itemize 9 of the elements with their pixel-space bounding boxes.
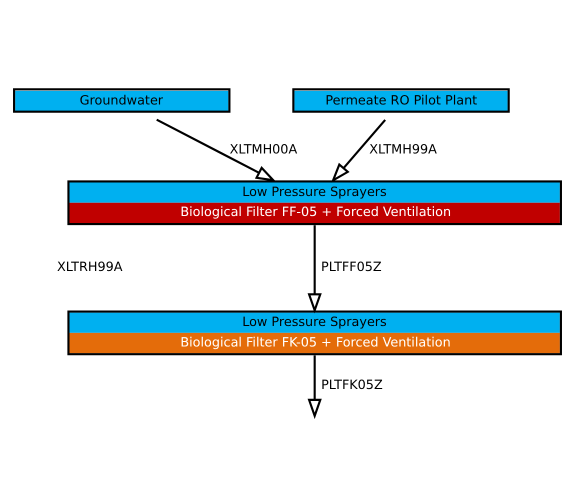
edge-label: PLTFK05Z [321, 377, 383, 392]
edge-label: PLTFF05Z [321, 260, 382, 275]
arrow [308, 354, 322, 419]
label: XLTRH99A [57, 260, 122, 275]
arrow [156, 118, 276, 182]
arrow [308, 224, 322, 313]
edge-label: XLTMH00A [230, 142, 298, 157]
arrow [331, 118, 386, 182]
edge-label: XLTMH99A [369, 142, 437, 157]
